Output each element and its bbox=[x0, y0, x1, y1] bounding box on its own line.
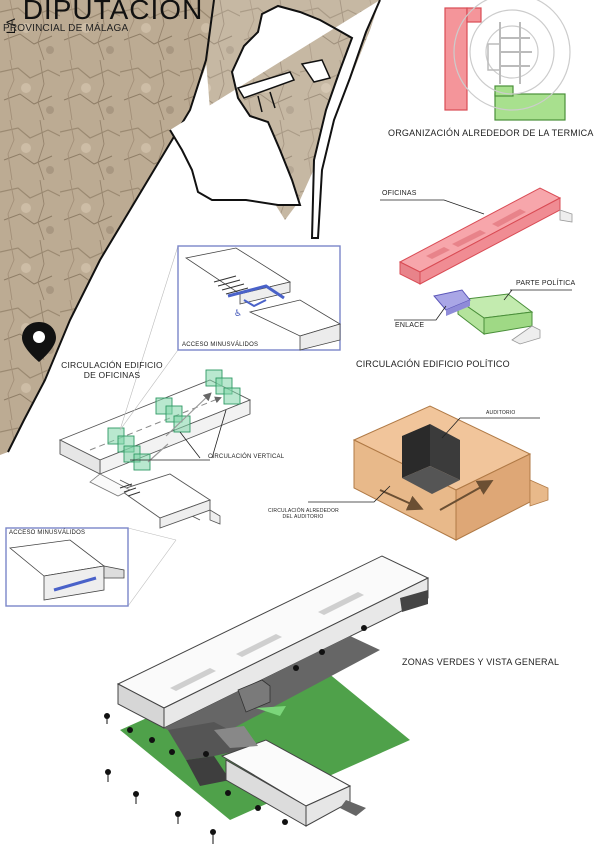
label-acceso-bottom: ACCESO MINUSVÁLIDOS bbox=[9, 530, 86, 536]
title-main: DIPUTACION bbox=[22, 0, 204, 25]
general-view bbox=[104, 555, 430, 844]
page-subtitle: PROVINCIAL DE MÁLAGA bbox=[3, 23, 129, 34]
accessibility-detail-top bbox=[119, 245, 341, 431]
termica-diagram bbox=[444, 0, 571, 121]
label-oficinas: OFICINAS bbox=[382, 190, 417, 197]
label-zonas-verdes: ZONAS VERDES Y VISTA GENERAL bbox=[402, 657, 560, 667]
wheelchair-icon: ♿ bbox=[234, 309, 242, 319]
label-enlace: ENLACE bbox=[395, 322, 425, 329]
label-organizacion: ORGANIZACIÓN ALREDEDOR DE LA TERMICA bbox=[388, 128, 594, 138]
rock-land bbox=[0, 0, 214, 455]
label-acceso-top: ACCESO MINUSVÁLIDOS bbox=[182, 342, 259, 348]
page-title: LADIPUTACION bbox=[2, 0, 204, 34]
coastline bbox=[7, 0, 215, 453]
location-pin-icon bbox=[22, 322, 56, 362]
label-circulacion-auditorio-line2: DEL AUDITORIO bbox=[282, 514, 324, 520]
label-circulacion-oficinas: CIRCULACIÓN EDIFICIO DE OFICINAS bbox=[56, 360, 168, 380]
label-circulacion-auditorio: CIRCULACIÓN ALREDEDOR DEL AUDITORIO bbox=[268, 508, 339, 520]
accessibility-detail-bottom bbox=[5, 527, 177, 607]
auditorium-diagram bbox=[352, 405, 549, 541]
office-circulation-diagram bbox=[58, 369, 252, 529]
label-circulacion-auditorio-line1: CIRCULACIÓN ALREDEDOR bbox=[268, 508, 339, 514]
harbour-outline bbox=[169, 0, 381, 239]
label-circulacion-oficinas-line1: CIRCULACIÓN EDIFICIO bbox=[61, 360, 163, 370]
label-circulacion-politico: CIRCULACIÓN EDIFICIO POLÍTICO bbox=[356, 359, 510, 369]
program-iso-diagram bbox=[398, 187, 573, 345]
label-circulacion-oficinas-line2: DE OFICINAS bbox=[83, 370, 141, 380]
label-parte-politica: PARTE POLÍTICA bbox=[516, 280, 576, 287]
label-circulacion-vertical: CIRCULACIÓN VERTICAL bbox=[208, 454, 285, 460]
label-auditorio: AUDITORIO bbox=[486, 410, 516, 416]
